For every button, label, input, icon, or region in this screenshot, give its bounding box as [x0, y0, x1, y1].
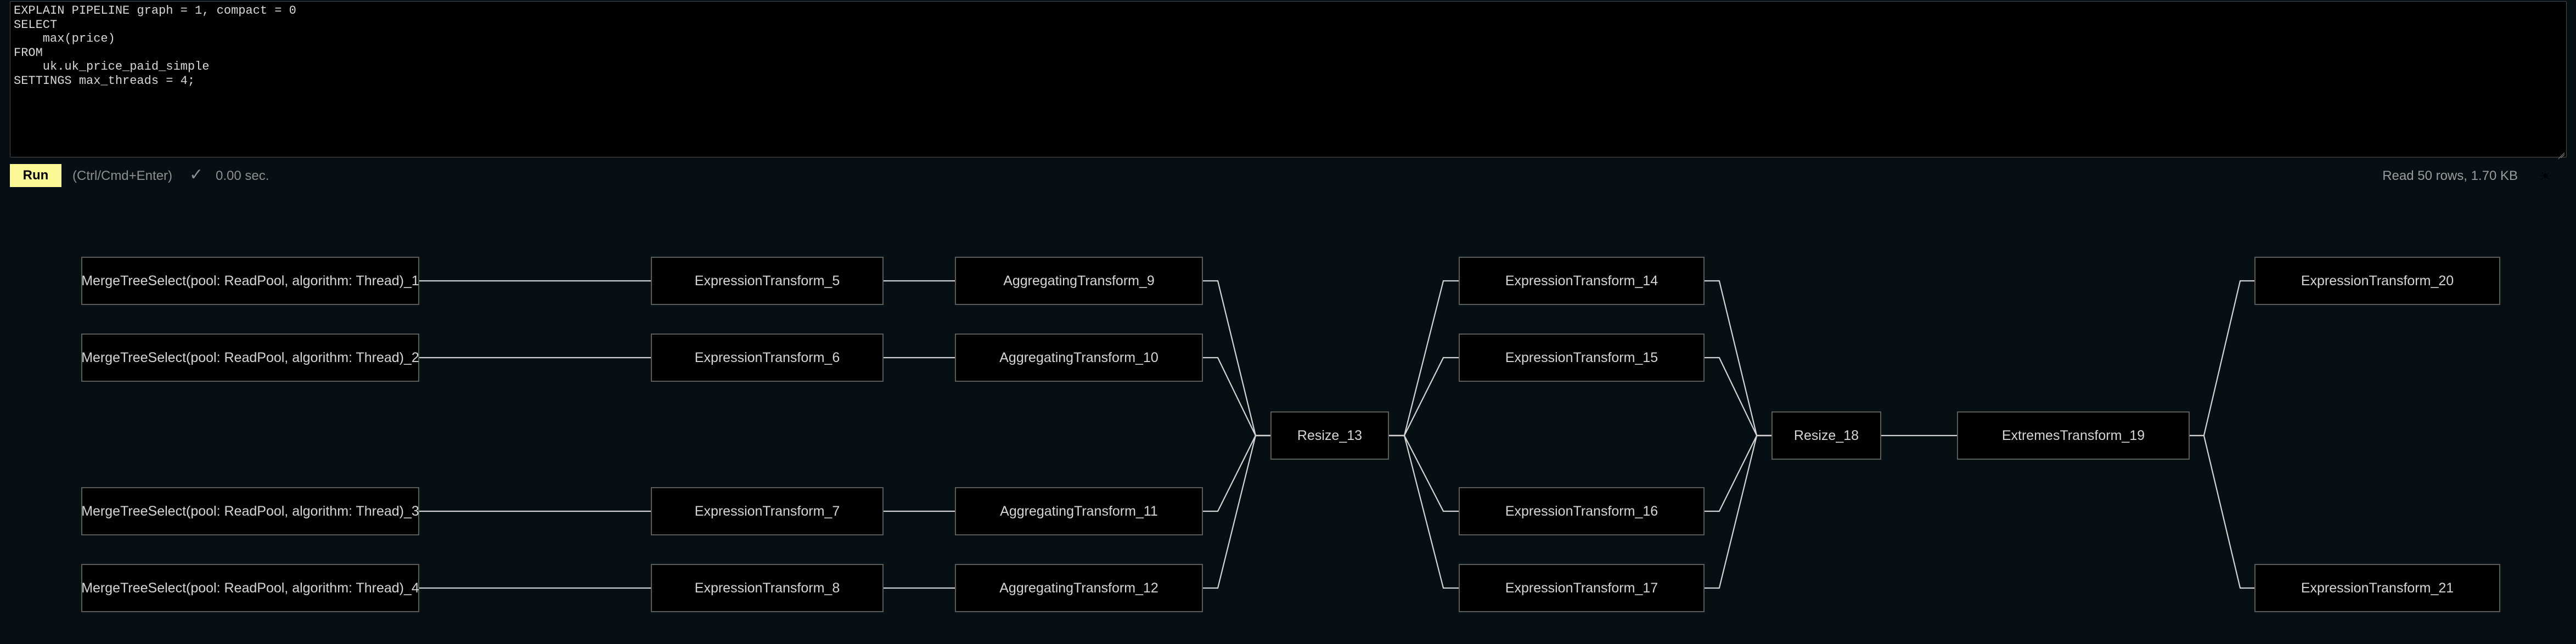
- graph-edge: [1705, 357, 1771, 437]
- graph-edge: [2190, 280, 2254, 437]
- query-toolbar: Run (Ctrl/Cmd+Enter) ✓ 0.00 sec. Read 50…: [0, 161, 2576, 190]
- graph-node[interactable]: AggregatingTransform_10: [955, 334, 1203, 382]
- graph-node-label: MergeTreeSelect(pool: ReadPool, algorith…: [81, 349, 419, 365]
- graph-node[interactable]: ExpressionTransform_8: [651, 564, 884, 612]
- graph-edge: [1389, 434, 1459, 512]
- graph-node-label: ExpressionTransform_8: [694, 580, 840, 596]
- sql-input[interactable]: [10, 1, 2567, 157]
- graph-node[interactable]: ExpressionTransform_6: [651, 334, 884, 382]
- graph-node[interactable]: AggregatingTransform_9: [955, 257, 1203, 305]
- graph-node[interactable]: AggregatingTransform_11: [955, 487, 1203, 535]
- graph-node-label: Resize_13: [1297, 427, 1363, 443]
- sql-editor-container: [10, 1, 2567, 160]
- graph-node[interactable]: ExpressionTransform_15: [1459, 334, 1705, 382]
- graph-node-label: ExpressionTransform_16: [1505, 503, 1658, 519]
- graph-node[interactable]: ExpressionTransform_5: [651, 257, 884, 305]
- graph-node[interactable]: ExpressionTransform_17: [1459, 564, 1705, 612]
- graph-edge: [1203, 434, 1270, 589]
- graph-node-label: AggregatingTransform_10: [999, 349, 1158, 365]
- graph-node-label: ExtremesTransform_19: [2001, 427, 2145, 443]
- read-stats-label: Read 50 rows, 1.70 KB: [2382, 168, 2518, 183]
- graph-node[interactable]: MergeTreeSelect(pool: ReadPool, algorith…: [81, 487, 419, 535]
- graph-node-label: MergeTreeSelect(pool: ReadPool, algorith…: [81, 503, 419, 519]
- success-check-icon: ✓: [189, 166, 204, 184]
- graph-node-label: MergeTreeSelect(pool: ReadPool, algorith…: [81, 273, 419, 289]
- graph-node-label: ExpressionTransform_7: [694, 503, 840, 519]
- graph-node-label: ExpressionTransform_20: [2301, 273, 2454, 289]
- graph-node-label: ExpressionTransform_17: [1505, 580, 1658, 596]
- graph-node-label: ExpressionTransform_14: [1505, 273, 1658, 289]
- pipeline-edges: [419, 280, 2254, 589]
- graph-node[interactable]: ExtremesTransform_19: [1957, 411, 2190, 460]
- run-shortcut-hint: (Ctrl/Cmd+Enter): [72, 168, 173, 183]
- graph-node[interactable]: ExpressionTransform_7: [651, 487, 884, 535]
- graph-node[interactable]: Resize_18: [1771, 411, 1881, 460]
- graph-node[interactable]: MergeTreeSelect(pool: ReadPool, algorith…: [81, 257, 419, 305]
- graph-edge: [1705, 434, 1771, 589]
- graph-node[interactable]: ExpressionTransform_21: [2254, 564, 2500, 612]
- graph-node[interactable]: Resize_13: [1270, 411, 1389, 460]
- graph-edge: [1203, 357, 1270, 437]
- graph-edge: [1705, 434, 1771, 512]
- graph-edge: [1389, 357, 1459, 437]
- run-button[interactable]: Run: [10, 164, 61, 187]
- pipeline-graph: MergeTreeSelect(pool: ReadPool, algorith…: [0, 208, 2576, 644]
- graph-node-label: AggregatingTransform_11: [1000, 503, 1158, 519]
- graph-node[interactable]: ExpressionTransform_20: [2254, 257, 2500, 305]
- graph-node-label: Resize_18: [1793, 427, 1859, 443]
- graph-node[interactable]: AggregatingTransform_12: [955, 564, 1203, 612]
- graph-node[interactable]: MergeTreeSelect(pool: ReadPool, algorith…: [81, 334, 419, 382]
- graph-edge: [1389, 434, 1459, 589]
- graph-node-label: ExpressionTransform_5: [694, 273, 840, 289]
- sun-icon[interactable]: ☀: [2539, 168, 2552, 184]
- graph-node-label: ExpressionTransform_15: [1505, 349, 1658, 365]
- graph-node[interactable]: ExpressionTransform_16: [1459, 487, 1705, 535]
- graph-node[interactable]: MergeTreeSelect(pool: ReadPool, algorith…: [81, 564, 419, 612]
- graph-edge: [1203, 434, 1270, 512]
- graph-node-label: AggregatingTransform_12: [999, 580, 1158, 596]
- elapsed-time-label: 0.00 sec.: [216, 168, 269, 183]
- graph-node-label: ExpressionTransform_6: [694, 349, 840, 365]
- graph-node[interactable]: ExpressionTransform_14: [1459, 257, 1705, 305]
- graph-node-label: MergeTreeSelect(pool: ReadPool, algorith…: [81, 580, 419, 596]
- graph-edge: [2190, 434, 2254, 589]
- graph-node-label: ExpressionTransform_21: [2301, 580, 2454, 596]
- graph-node-label: AggregatingTransform_9: [1003, 273, 1155, 289]
